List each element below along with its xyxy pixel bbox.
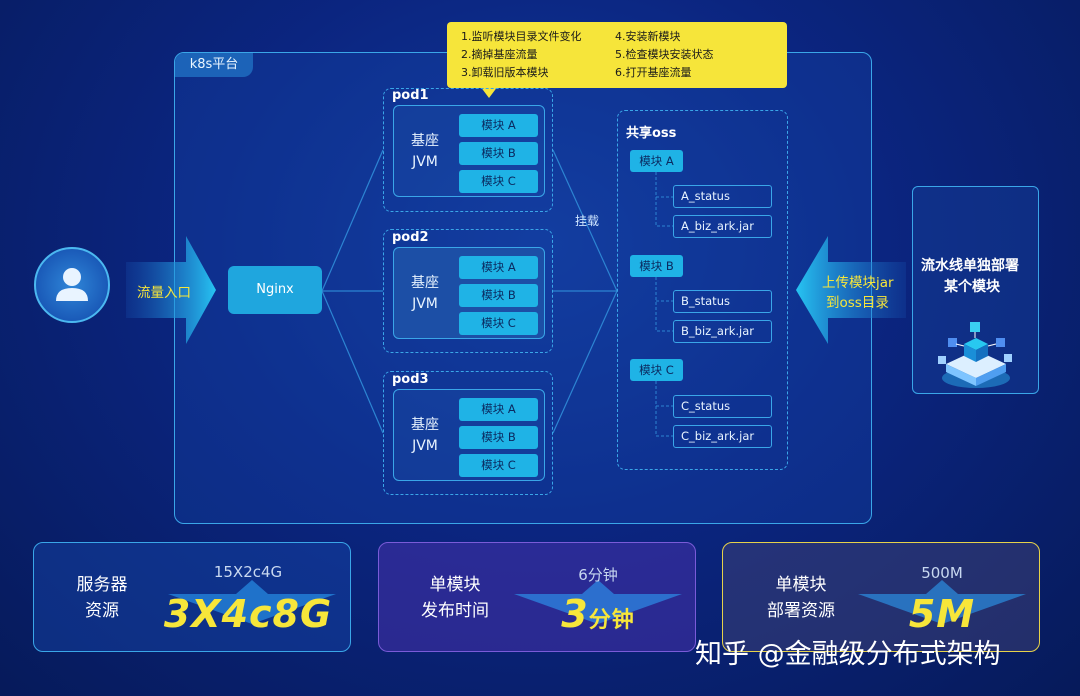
deploy-label-2: 某个模块 <box>944 279 1000 295</box>
oss-file: B_biz_ark.jar <box>673 320 772 343</box>
upload-arrow-icon <box>796 236 906 344</box>
callout-step-4: 4.安装新模块 <box>615 30 681 43</box>
callout-step-2: 2.摘掉基座流量 <box>461 48 538 61</box>
upload-label-1: 上传模块jar <box>822 275 894 291</box>
base-jvm-label: JVM <box>412 154 438 170</box>
card-label-line1: 单模块 <box>429 575 481 595</box>
zhihu-watermark: 知乎 @金融级分布式架构 <box>695 639 1001 670</box>
pipeline-deploy-panel <box>912 186 1039 394</box>
module-cubes-icon <box>938 322 1012 388</box>
down-arrow-icon <box>514 580 682 624</box>
module-b: 模块 B <box>459 426 538 449</box>
module-a: 模块 A <box>459 114 538 137</box>
callout-pointer <box>480 86 498 98</box>
card-label-line1: 服务器 <box>76 575 128 595</box>
card-old-value: 6分钟 <box>578 566 618 584</box>
module-b: 模块 B <box>459 142 538 165</box>
pod-frame <box>383 88 553 212</box>
card-new-value: 3X4c8G <box>163 592 333 636</box>
traffic-entry-arrow-icon <box>126 236 216 344</box>
down-arrow-icon <box>168 580 336 624</box>
nginx-node: Nginx <box>228 266 322 314</box>
callout-step-1: 1.监听模块目录文件变化 <box>461 30 582 43</box>
card-label-line2: 部署资源 <box>767 601 835 621</box>
oss-title: 共享oss <box>626 126 677 141</box>
module-a: 模块 A <box>459 256 538 279</box>
oss-file: A_status <box>673 185 772 208</box>
shared-oss-frame <box>617 110 788 470</box>
pod-title: pod1 <box>392 88 429 103</box>
card-new-value: 3分钟 <box>498 592 698 636</box>
card-label-line2: 发布时间 <box>421 601 489 621</box>
base-label: 基座 <box>411 417 439 433</box>
base-label: 基座 <box>411 275 439 291</box>
oss-file: C_status <box>673 395 772 418</box>
process-callout: 1.监听模块目录文件变化 2.摘掉基座流量 3.卸载旧版本模块 4.安装新模块 … <box>447 22 787 88</box>
card-new-unit: 分钟 <box>588 608 635 633</box>
module-b: 模块 B <box>459 284 538 307</box>
card-old-value: 500M <box>921 564 963 582</box>
oss-module-a: 模块 A <box>630 150 683 172</box>
module-c: 模块 C <box>459 312 538 335</box>
module-c: 模块 C <box>459 170 538 193</box>
pod-title: pod2 <box>392 230 429 245</box>
oss-module-c: 模块 C <box>630 359 683 381</box>
mount-label: 挂载 <box>575 214 600 228</box>
callout-step-6: 6.打开基座流量 <box>615 66 692 79</box>
base-jvm-label: JVM <box>412 438 438 454</box>
card-label-line2: 资源 <box>85 601 119 621</box>
card-old-value: 15X2c4G <box>213 563 283 581</box>
card-new-number: 3 <box>561 592 589 636</box>
callout-step-3: 3.卸载旧版本模块 <box>461 66 549 79</box>
card-label-line1: 单模块 <box>775 575 827 595</box>
upload-label-2: 到oss目录 <box>826 295 889 311</box>
module-c: 模块 C <box>459 454 538 477</box>
pod-title: pod3 <box>392 372 429 387</box>
traffic-entry-label: 流量入口 <box>137 285 191 301</box>
down-arrow-icon <box>858 580 1026 624</box>
card-new-value: 5M <box>908 592 976 636</box>
k8s-platform-label: k8s平台 <box>175 53 253 77</box>
base-jvm-label: JVM <box>412 296 438 312</box>
oss-module-b: 模块 B <box>630 255 683 277</box>
oss-file: A_biz_ark.jar <box>673 215 772 238</box>
callout-step-5: 5.检查模块安装状态 <box>615 48 714 61</box>
deploy-label-1: 流水线单独部署 <box>921 258 1019 274</box>
oss-file: B_status <box>673 290 772 313</box>
oss-file: C_biz_ark.jar <box>673 425 772 448</box>
user-avatar-icon <box>34 247 110 323</box>
pod-frame <box>383 371 553 495</box>
base-label: 基座 <box>411 133 439 149</box>
module-a: 模块 A <box>459 398 538 421</box>
pod-frame <box>383 229 553 353</box>
